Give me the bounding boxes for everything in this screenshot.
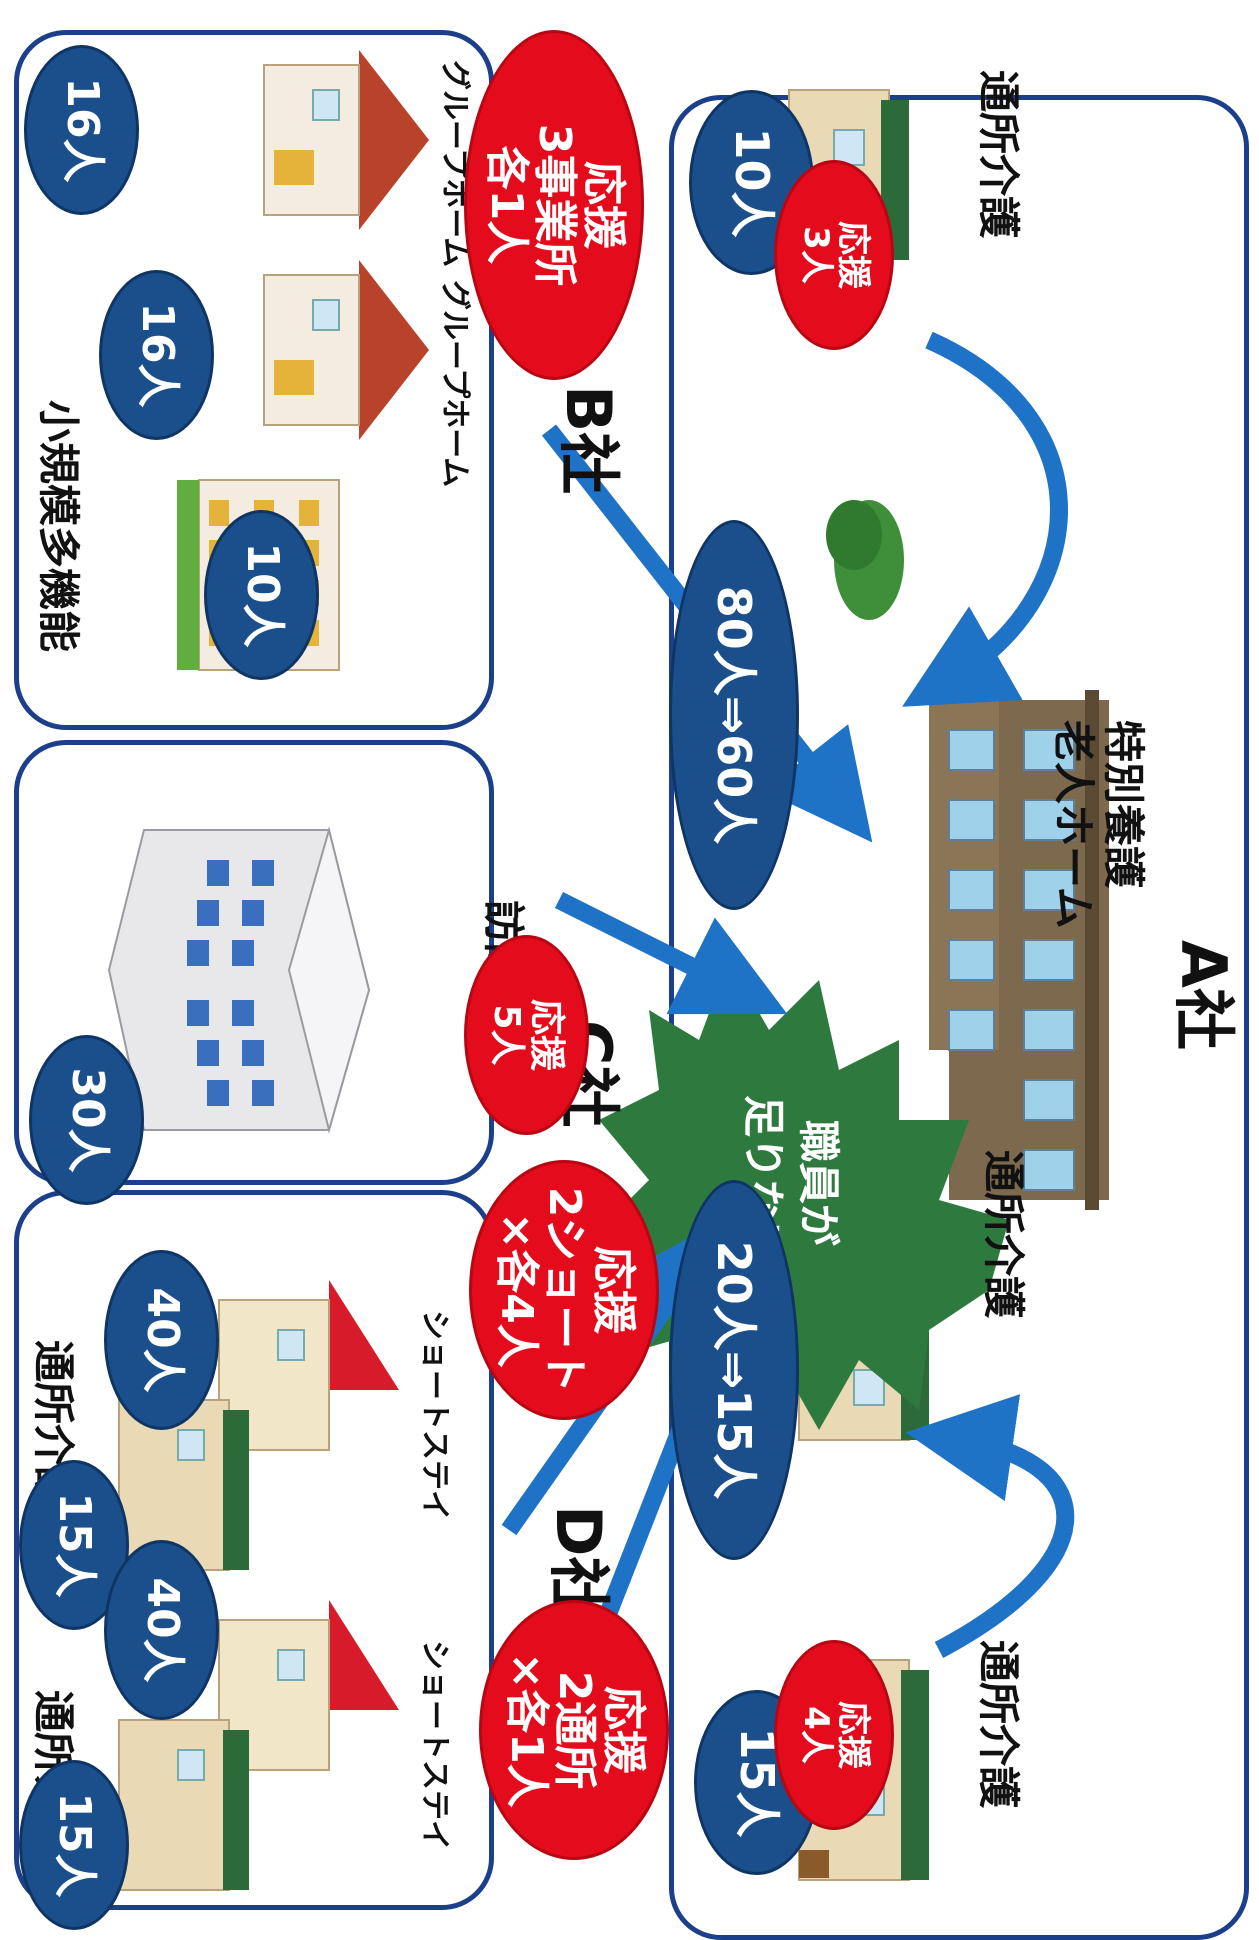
day-care-label: 通所介護 [974, 70, 1023, 239]
day-care-label: 通所介護 [979, 1150, 1028, 1319]
short-stay-label: ショートステイ [417, 1640, 452, 1850]
staff-count-bubble: 16人 [24, 45, 139, 215]
office-building-icon [107, 826, 371, 1134]
staff-count-bubble: 80人⇒60人 [669, 520, 799, 910]
nursing-home-label-line2: 老人ホーム [1049, 720, 1098, 929]
nursing-home-building-icon [826, 500, 1109, 1210]
staff-count-bubble: 40人 [104, 1250, 219, 1430]
staff-count-bubble: 16人 [99, 270, 214, 440]
short-stay-label: ショートステイ [417, 1310, 452, 1520]
day-care-label: 通所介護 [974, 1640, 1023, 1809]
nursing-home-label-line1: 特別養護 [1099, 720, 1148, 889]
shortage-text-line1: 職員が [794, 1120, 843, 1247]
company-a-name: A社 [1167, 940, 1240, 1050]
group-home-house-icon [263, 260, 429, 440]
small-multifunction-caption: 小規模多機能 [34, 400, 83, 653]
company-b-name: B社 [552, 385, 625, 495]
staff-count-bubble: 30人 [29, 1035, 144, 1205]
staff-count-bubble: 40人 [104, 1540, 219, 1720]
staff-count-bubble: 10人 [204, 510, 319, 680]
day-care-house-icon [118, 1719, 249, 1891]
day-care-house-icon [118, 1399, 249, 1571]
staff-count-bubble: 20人⇒15人 [669, 1180, 799, 1560]
staff-count-bubble: 15人 [19, 1760, 129, 1930]
group-home-house-icon [263, 50, 429, 230]
group-home-label: グループホーム [437, 280, 472, 488]
